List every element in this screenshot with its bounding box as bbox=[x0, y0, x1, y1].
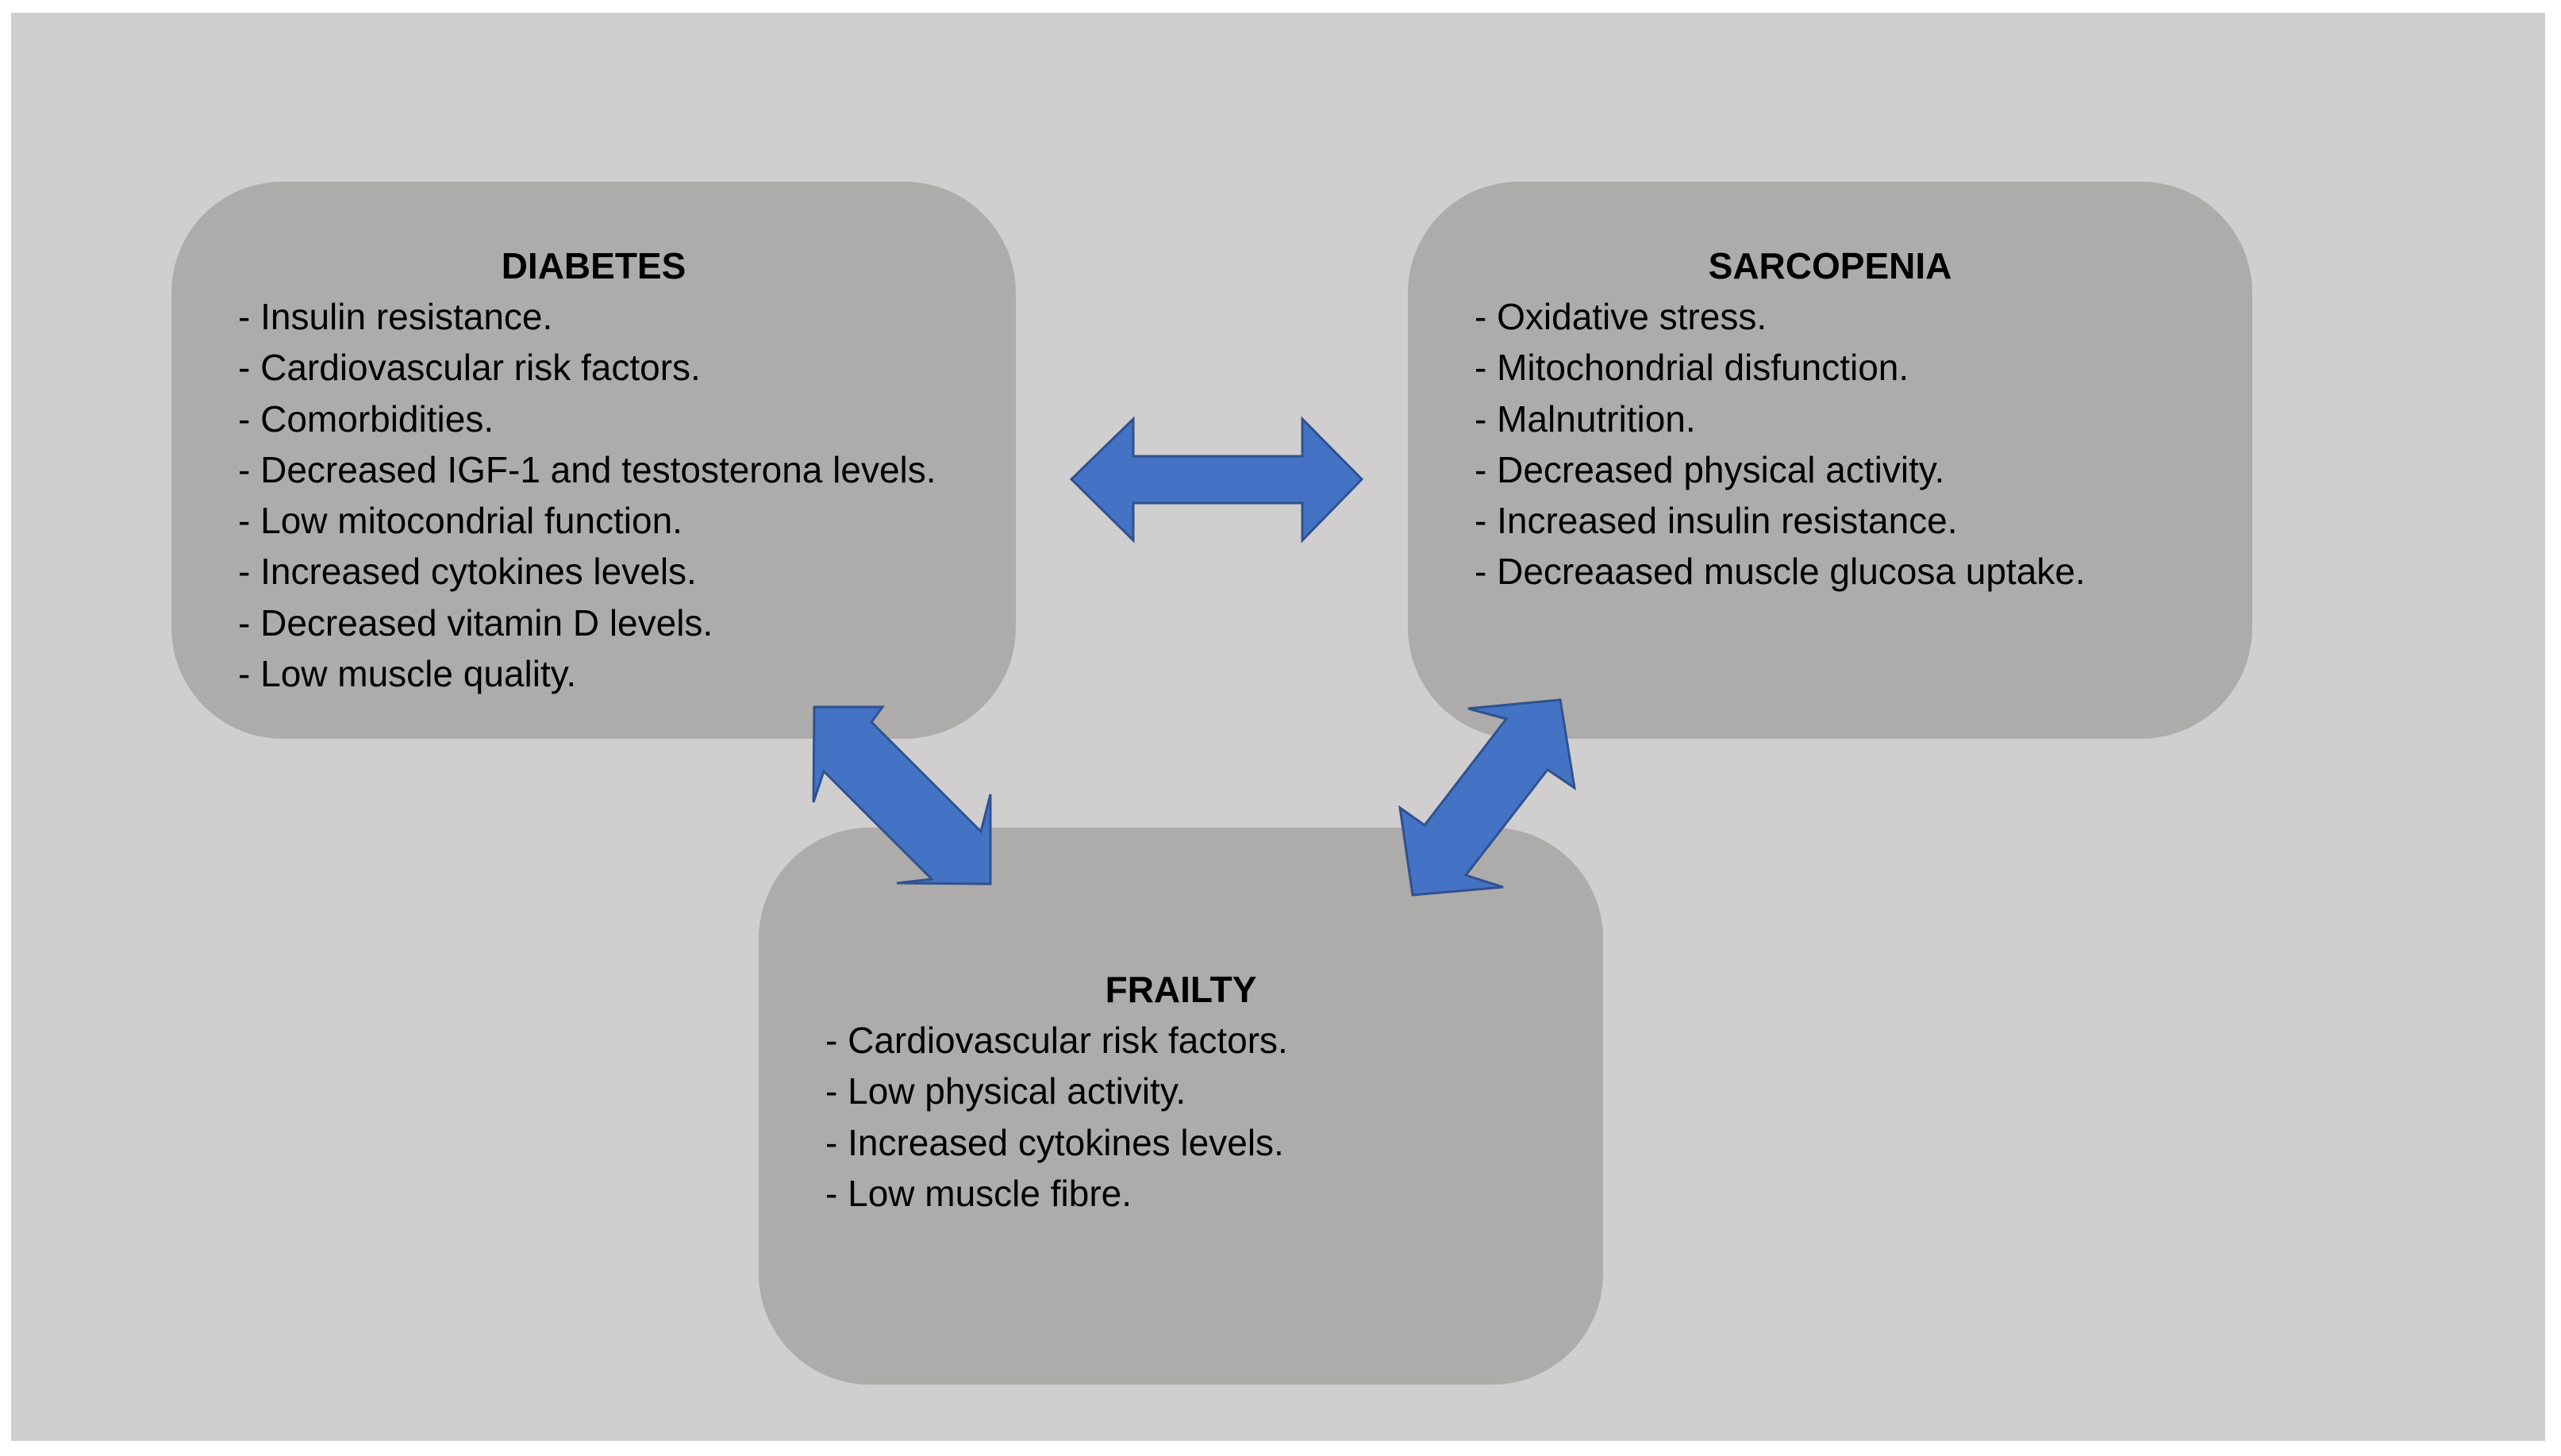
diabetes-item: Low mitocondrial function. bbox=[238, 495, 936, 546]
diabetes-item: Decreased vitamin D levels. bbox=[238, 597, 936, 648]
diabetes-title: DIABETES bbox=[501, 245, 686, 286]
frailty-box: FRAILTY Cardiovascular risk factors. Low… bbox=[759, 828, 1603, 1385]
sarcopenia-item: Decreased physical activity. bbox=[1475, 444, 2086, 495]
diabetes-item: Cardiovascular risk factors. bbox=[238, 342, 936, 393]
diabetes-item: Insulin resistance. bbox=[238, 291, 936, 342]
frailty-item: Low physical activity. bbox=[825, 1066, 1288, 1116]
diabetes-box: DIABETES Insulin resistance. Cardiovascu… bbox=[171, 182, 1016, 739]
diabetes-item: Comorbidities. bbox=[238, 394, 936, 444]
diabetes-item: Low muscle quality. bbox=[238, 648, 936, 699]
diabetes-list: Insulin resistance. Cardiovascular risk … bbox=[238, 291, 936, 699]
frailty-item: Cardiovascular risk factors. bbox=[825, 1015, 1288, 1066]
frailty-item: Increased cytokines levels. bbox=[825, 1117, 1288, 1168]
diabetes-item: Decreased IGF-1 and testosterona levels. bbox=[238, 444, 936, 495]
sarcopenia-title: SARCOPENIA bbox=[1708, 245, 1952, 286]
frailty-title: FRAILTY bbox=[1105, 969, 1257, 1010]
sarcopenia-item: Malnutrition. bbox=[1475, 394, 2086, 444]
sarcopenia-box: SARCOPENIA Oxidative stress. Mitochondri… bbox=[1408, 182, 2252, 739]
frailty-list: Cardiovascular risk factors. Low physica… bbox=[825, 1015, 1288, 1219]
sarcopenia-list: Oxidative stress. Mitochondrial disfunct… bbox=[1475, 291, 2086, 597]
diabetes-item: Increased cytokines levels. bbox=[238, 546, 936, 597]
frailty-item: Low muscle fibre. bbox=[825, 1168, 1288, 1219]
sarcopenia-item: Decreaased muscle glucosa uptake. bbox=[1475, 546, 2086, 597]
sarcopenia-item: Increased insulin resistance. bbox=[1475, 495, 2086, 546]
sarcopenia-item: Oxidative stress. bbox=[1475, 291, 2086, 342]
sarcopenia-item: Mitochondrial disfunction. bbox=[1475, 342, 2086, 393]
